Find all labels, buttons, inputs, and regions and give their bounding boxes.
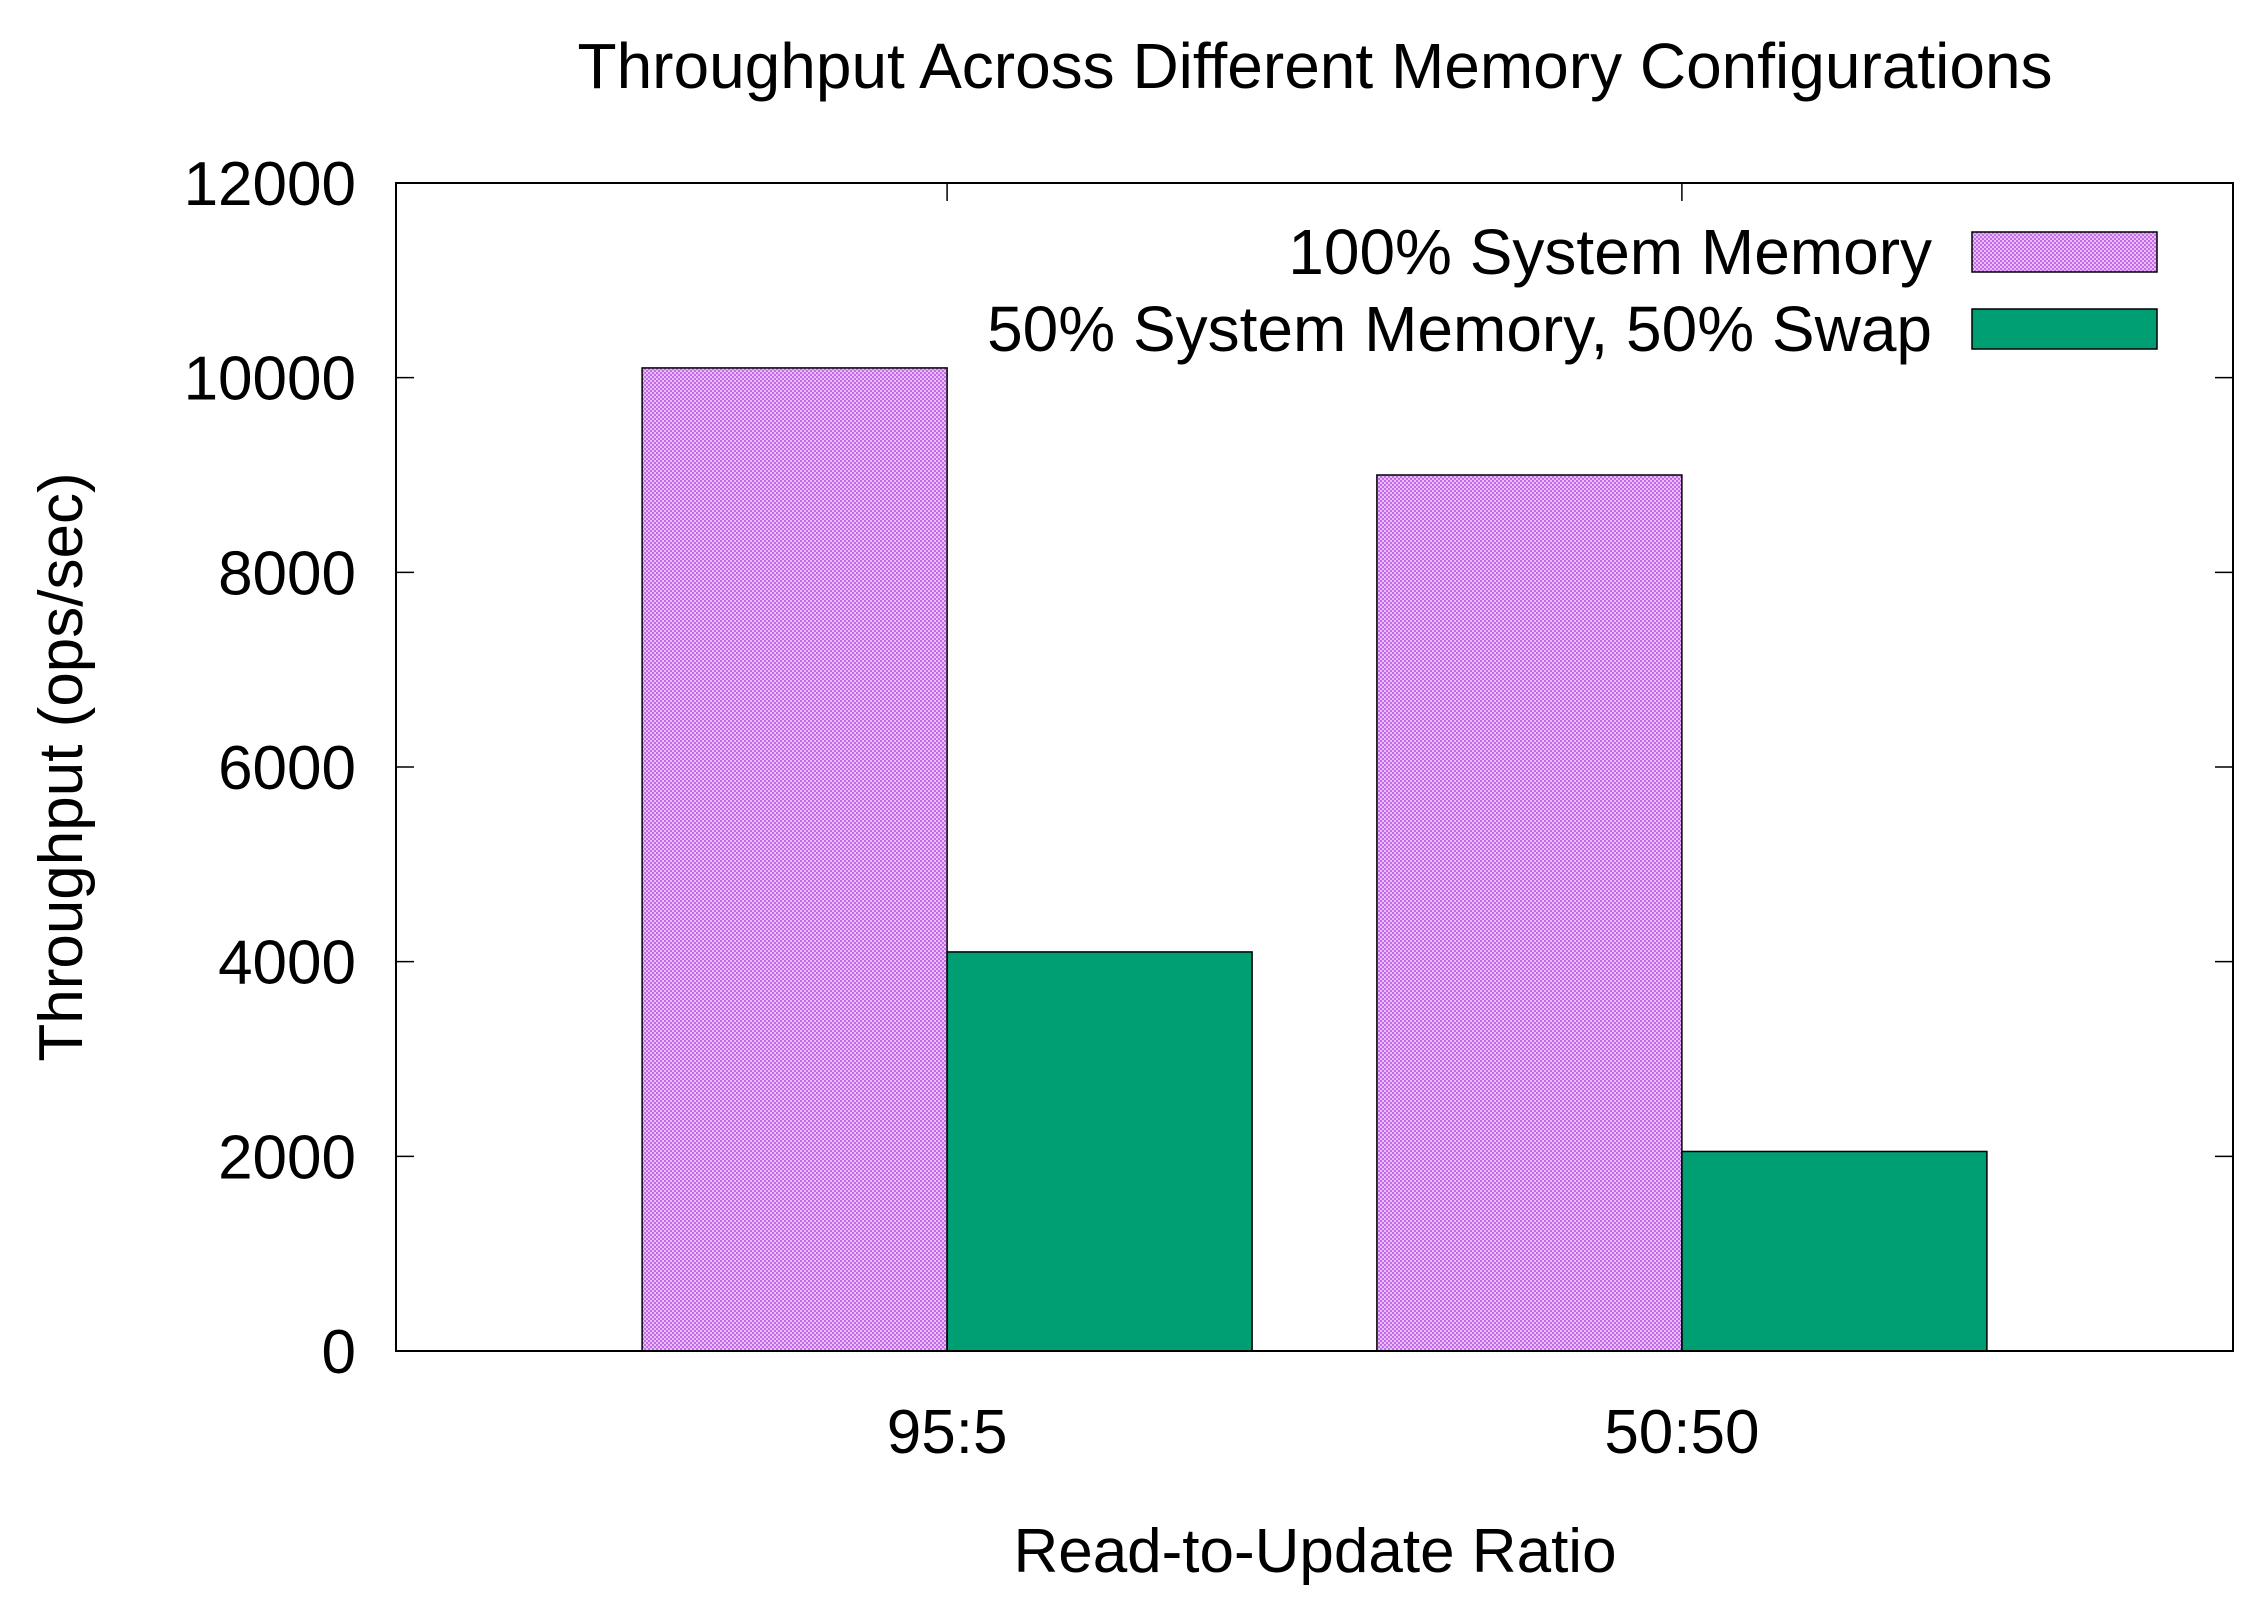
legend-label: 100% System Memory [1288, 216, 1932, 288]
y-tick-label: 6000 [218, 734, 356, 803]
y-tick-label: 2000 [218, 1123, 356, 1192]
ticks-layer: 95:5 50:50 0 2000 4000 6000 8000 10000 12000 [184, 150, 2233, 1467]
y-tick-label: 12000 [184, 150, 356, 219]
chart-title: Throughput Across Different Memory Confi… [577, 30, 2052, 102]
y-tick-label: 8000 [218, 539, 356, 608]
y-tick-label: 0 [322, 1318, 356, 1387]
y-axis-title: Throughput (ops/sec) [27, 472, 96, 1061]
bar-system-memory-0 [641, 367, 948, 1352]
x-axis-title: Read-to-Update Ratio [1013, 1517, 1616, 1586]
x-tick-label: 50:50 [1604, 1398, 1759, 1467]
legend-label: 50% System Memory, 50% Swap [987, 293, 1932, 365]
y-tick-label: 4000 [218, 929, 356, 998]
plot-frame [395, 182, 2234, 1352]
bar-system-memory-1 [1376, 474, 1683, 1352]
legend-swatch [1971, 231, 2158, 273]
x-tick-label: 95:5 [887, 1398, 1008, 1467]
legend-swatch [1971, 308, 2158, 350]
bars-layer [641, 367, 1988, 1352]
y-tick-label: 10000 [184, 345, 356, 414]
bar-memory-swap-0 [946, 951, 1253, 1352]
bar-memory-swap-1 [1681, 1150, 1988, 1352]
